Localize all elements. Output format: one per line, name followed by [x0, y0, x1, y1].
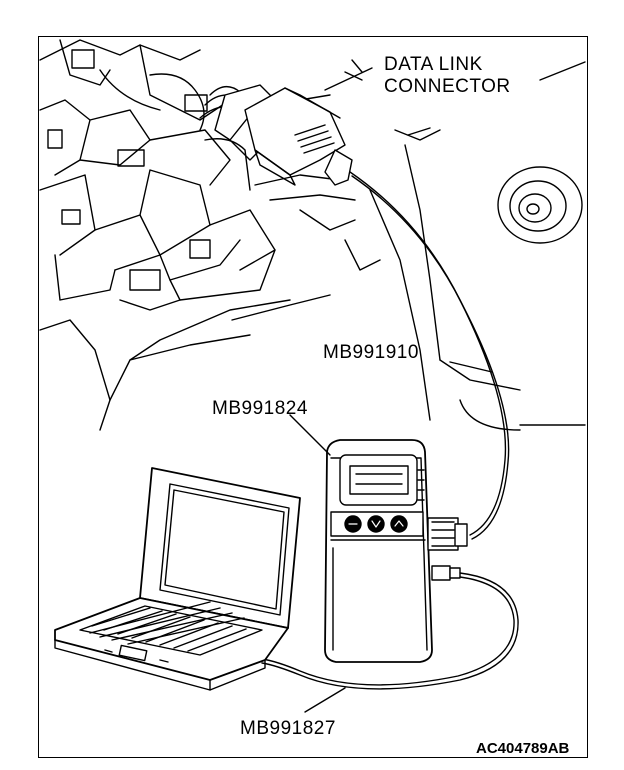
- label-connector: CONNECTOR: [384, 76, 511, 97]
- dashboard-underside: [39, 39, 586, 431]
- leader-910: [449, 361, 493, 373]
- figure-id: AC404789AB: [476, 740, 570, 757]
- label-mb991827: MB991827: [240, 718, 336, 739]
- label-mb991910: MB991910: [323, 342, 419, 363]
- cable-mb991827: [261, 572, 519, 690]
- round-vent: [497, 166, 583, 244]
- tester-port-upper: [427, 517, 468, 551]
- laptop-pc: [54, 467, 301, 691]
- tester-button-glyphs: [348, 520, 404, 528]
- cable-mb991910: [349, 171, 507, 536]
- tester-port-lower: [431, 565, 461, 581]
- data-link-connector: [214, 84, 353, 186]
- label-mb991824: MB991824: [212, 398, 308, 419]
- leader-827: [304, 687, 346, 713]
- label-data-link: DATA LINK: [384, 54, 483, 75]
- tester-mb991824: [324, 439, 433, 663]
- leader-dlc: [324, 67, 373, 91]
- leader-824: [289, 414, 331, 456]
